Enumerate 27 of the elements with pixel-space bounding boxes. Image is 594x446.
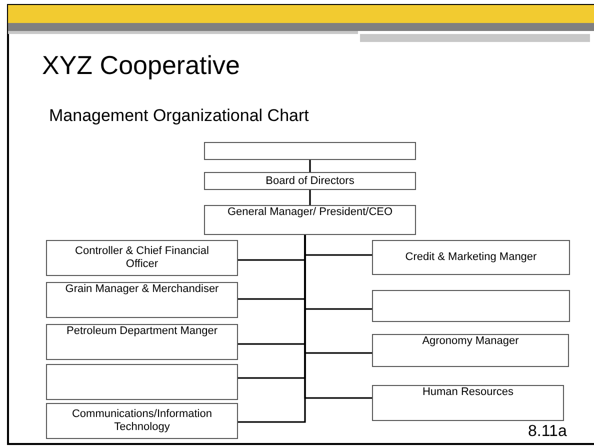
slide-title: XYZ Cooperative	[42, 50, 240, 81]
position-title: Human Resources	[421, 386, 515, 399]
position-box	[46, 324, 238, 360]
position-box	[204, 172, 416, 190]
empty-box	[46, 364, 238, 400]
position-title: Controller & Chief Financial Officer	[74, 245, 210, 271]
position-title: Credit & Marketing Manger	[404, 251, 538, 264]
position-box	[46, 282, 238, 318]
slide-number: 8.11a	[528, 423, 567, 441]
position-title: Communications/Information Technology	[70, 408, 213, 434]
position-title: Agronomy Manager	[421, 335, 520, 348]
empty-box	[204, 142, 416, 160]
empty-box	[372, 290, 570, 322]
position-box	[204, 205, 416, 235]
position-title: General Manager/ President/CEO	[226, 206, 394, 219]
position-box	[46, 240, 238, 276]
position-box	[372, 334, 569, 367]
position-box	[372, 240, 570, 275]
position-box	[372, 385, 564, 421]
slide-subtitle: Management Organizational Chart	[49, 106, 309, 126]
position-title: Board of Directors	[264, 174, 356, 188]
position-title: Grain Manager & Merchandiser	[64, 283, 220, 296]
position-box	[46, 403, 238, 439]
connector-line	[309, 190, 311, 205]
connector-line	[304, 235, 372, 399]
connector-line	[309, 160, 311, 172]
position-title: Petroleum Department Manger	[65, 325, 218, 338]
